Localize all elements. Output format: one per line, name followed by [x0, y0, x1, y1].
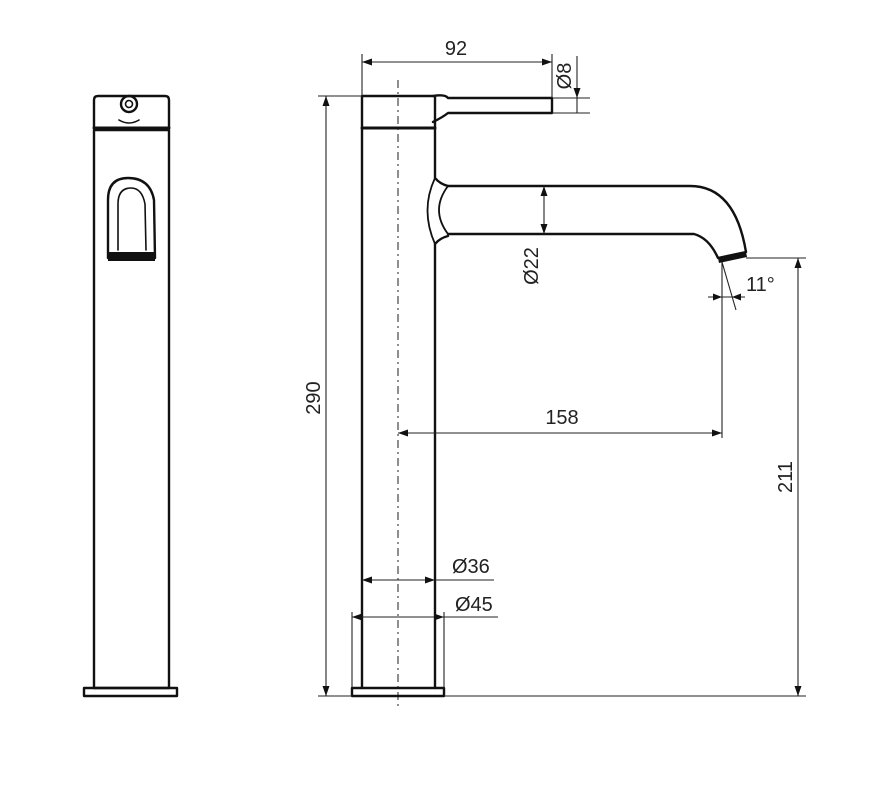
spout-tip — [718, 252, 747, 263]
body-right-edge — [433, 126, 450, 188]
body-right-edge-lower — [433, 234, 450, 690]
front-view — [82, 94, 179, 698]
dim-spout-reach: 158 — [545, 407, 578, 429]
front-spout-inner — [117, 187, 147, 251]
spout-joint — [426, 177, 436, 245]
spout — [446, 184, 748, 260]
dim-handle-length: 92 — [445, 38, 467, 60]
lever-knob-icon — [118, 94, 140, 124]
side-view — [350, 80, 748, 708]
dimension-lines — [318, 54, 806, 697]
dim-handle-diameter: Ø8 — [554, 63, 576, 90]
front-base — [82, 686, 179, 698]
dim-spout-height: 211 — [775, 461, 797, 493]
front-handle-cap — [92, 94, 171, 130]
spout-joint-inner — [438, 185, 449, 235]
side-base — [350, 686, 446, 698]
dim-spout-angle: 11° — [746, 274, 775, 296]
dim-spout-diameter: Ø22 — [521, 247, 543, 285]
dim-base-diameter: Ø45 — [455, 594, 493, 616]
dim-body-diameter: Ø36 — [452, 556, 490, 578]
front-spout-aerator — [108, 252, 155, 261]
front-body — [92, 128, 171, 690]
dimension-labels: 92 Ø8 290 Ø22 11° 158 211 Ø36 Ø45 — [303, 38, 797, 616]
dim-total-height: 290 — [303, 381, 325, 414]
front-spout — [106, 176, 157, 260]
lever-handle — [431, 94, 554, 124]
